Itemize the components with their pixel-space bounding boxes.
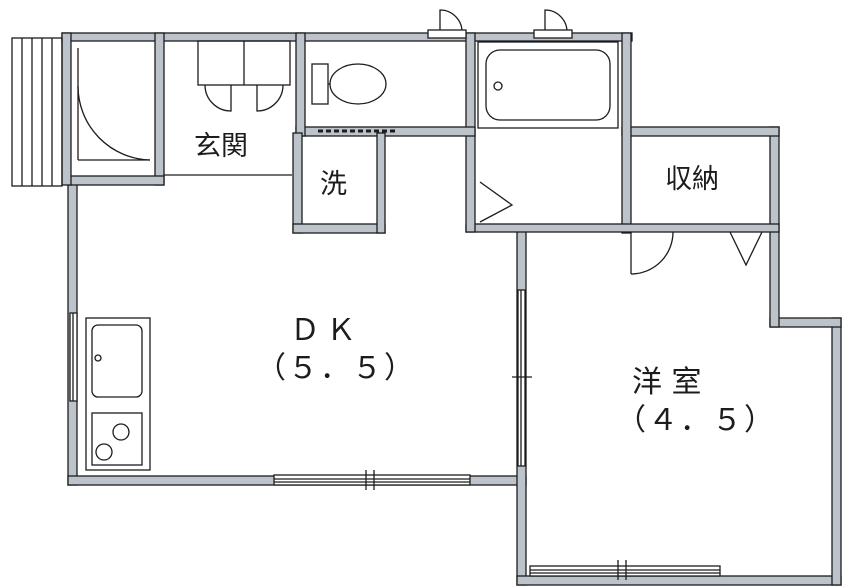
walls — [61, 32, 842, 586]
dk-room-size: （５．５） — [256, 351, 416, 386]
dk-window — [273, 470, 471, 490]
western-room-size: （４．５） — [616, 403, 776, 438]
kitchen-window — [69, 312, 78, 402]
washer-label: 洗 — [320, 169, 347, 200]
shoe-cabinet — [197, 40, 291, 112]
bath-folding-door — [479, 181, 514, 223]
western-room-name: 洋 室 — [632, 365, 702, 400]
storage-label: 収納 — [665, 164, 719, 195]
toilet — [311, 63, 387, 105]
bathtub — [477, 41, 619, 129]
entry-door — [77, 48, 151, 161]
storage-folding-door — [729, 231, 763, 267]
dk-sliding-door — [512, 289, 532, 467]
exterior-fixtures — [427, 9, 573, 39]
dk-room-name: ＤＫ — [290, 313, 362, 348]
balcony-rails — [11, 37, 63, 187]
entrance-label: 玄関 — [194, 131, 248, 162]
kitchen-counter — [85, 317, 151, 471]
western-window — [529, 560, 721, 580]
western-room-door — [630, 231, 674, 275]
